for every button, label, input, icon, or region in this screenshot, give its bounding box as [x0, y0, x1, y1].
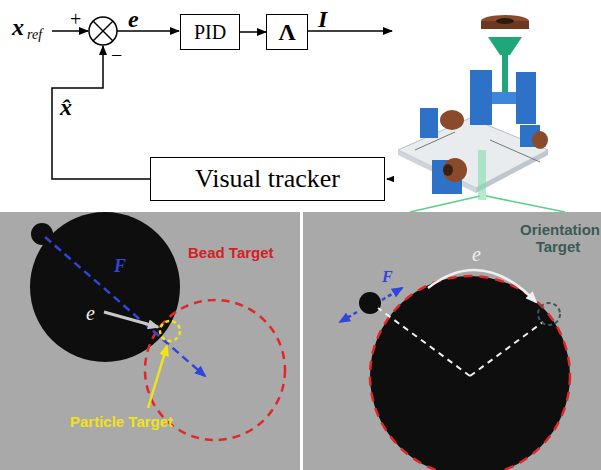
sign-label: −: [111, 44, 122, 67]
force-label: F: [382, 268, 393, 286]
micrograph-left: [0, 212, 300, 470]
signal-name: x: [12, 14, 24, 41]
target-label: Particle Target: [70, 413, 173, 430]
signal-name: I: [318, 6, 327, 33]
box-label: Visual tracker: [195, 164, 340, 194]
signal-arrow: [240, 31, 266, 33]
micrograph-right: [303, 212, 601, 470]
summing-junction: [89, 17, 117, 45]
box-label: PID: [194, 21, 226, 44]
zoom-line: [486, 196, 565, 212]
error-label: e: [472, 243, 481, 266]
target-label: Orientation Target: [520, 221, 596, 256]
signal-wire: [52, 30, 88, 32]
target-label: Bead Target: [188, 244, 274, 261]
tracker-box: Visual tracker: [150, 157, 385, 201]
light-beam: [478, 150, 486, 200]
box-label: Λ: [278, 19, 295, 46]
signal-name: x̂: [60, 94, 72, 121]
force-label: F: [114, 256, 126, 277]
zoom-line: [410, 196, 480, 212]
gain-box: Λ: [266, 14, 308, 50]
feedback-wire: [52, 46, 150, 179]
device-render: [394, 2, 550, 202]
process-box: PID: [180, 14, 240, 50]
signal-name: e: [128, 6, 139, 33]
signal-wire: [117, 30, 179, 32]
sign-label: +: [70, 8, 81, 31]
error-label: e: [86, 302, 95, 325]
signal-subscript: ref: [27, 27, 42, 43]
